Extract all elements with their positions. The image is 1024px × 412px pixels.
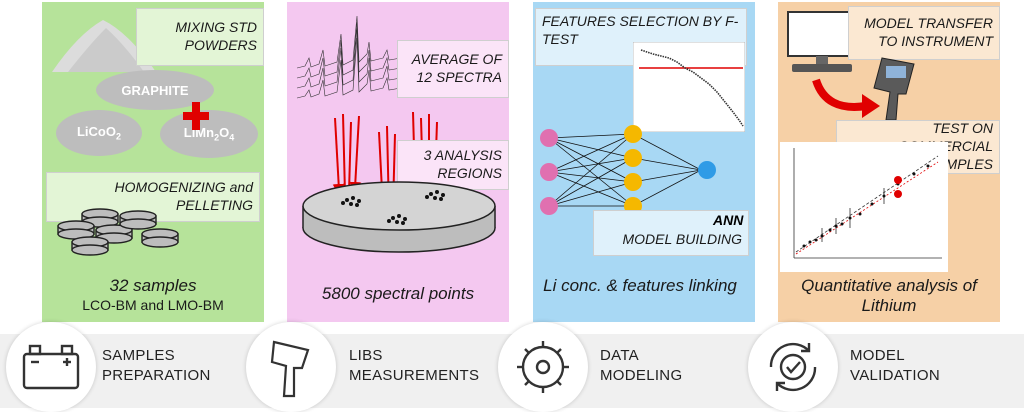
model-transfer-label: MODEL TRANSFER TO INSTRUMENT <box>864 15 993 49</box>
homogenizing-pelleting-label: HOMOGENIZING and PELLETING <box>114 179 253 213</box>
battery-icon <box>22 344 80 390</box>
limn2o4-oval: LiMn2O4 <box>160 110 258 158</box>
step-modeling-circle <box>498 322 588 412</box>
features-selection-label: FEATURES SELECTION BY F-TEST <box>542 13 739 47</box>
average-spectra-box: AVERAGE OF 12 SPECTRA <box>397 40 509 98</box>
caption-libs: 5800 spectral points <box>321 284 475 303</box>
f-test-plot <box>633 42 745 132</box>
panel-libs-measurements: AVERAGE OF 12 SPECTRA 3 ANALYSIS REGIONS <box>287 2 509 322</box>
pellets-image <box>57 208 179 256</box>
step-libs-label: LIBS MEASUREMENTS <box>349 347 480 384</box>
panel-model-validation: MODEL TRANSFER TO INSTRUMENT TEST ON COM… <box>778 2 1000 322</box>
powder-pile-image <box>52 20 156 72</box>
panel-data-modeling: FEATURES SELECTION BY F-TEST MODEL BUILD… <box>533 2 755 322</box>
model-building-label: MODEL BUILDING <box>622 231 742 248</box>
mixing-std-powders-box: MIXING STD POWDERS <box>136 8 264 66</box>
monitor-icon <box>787 11 857 72</box>
step-modeling-label: DATA MODELING <box>600 347 683 384</box>
caption-modeling: Li conc. & features linking <box>543 276 737 295</box>
analysis-regions-label: 3 ANALYSIS REGIONS <box>423 147 502 181</box>
panel-samples-preparation: MIXING STD POWDERS GRAPHITE LiCoO2 LiMn2… <box>42 2 264 322</box>
licoo2-label: LiCoO2 <box>76 124 121 142</box>
validation-plot <box>780 142 948 272</box>
red-curved-arrow <box>812 78 880 118</box>
caption-samples: 32 samples LCO-BM and LMO-BM <box>82 276 224 314</box>
step-samples-label: SAMPLES PREPARATION <box>102 347 211 384</box>
libs-device-icon <box>270 340 310 398</box>
gear-network-icon <box>517 341 569 393</box>
model-transfer-box: MODEL TRANSFER TO INSTRUMENT <box>848 6 1000 60</box>
average-spectra-label: AVERAGE OF 12 SPECTRA <box>411 51 502 85</box>
spectra-image <box>297 15 401 99</box>
check-cycle-icon <box>769 342 817 392</box>
ann-network-diagram <box>540 125 716 215</box>
ann-title: ANN <box>713 212 744 228</box>
step-validation-circle <box>748 322 838 412</box>
licoo2-oval: LiCoO2 <box>56 110 142 156</box>
graphite-oval: GRAPHITE <box>96 70 214 110</box>
step-libs-circle <box>246 322 336 412</box>
red-plus-icon <box>183 102 209 130</box>
limn2o4-label: LiMn2O4 <box>183 125 235 143</box>
pellet-target-image <box>302 181 496 253</box>
step-samples-circle <box>6 322 96 412</box>
step-validation-label: MODEL VALIDATION <box>850 347 940 384</box>
mixing-std-powders-label: MIXING STD POWDERS <box>175 19 257 53</box>
caption-validation: Quantitative analysis of Lithium <box>801 276 977 316</box>
model-building-box: MODEL BUILDING <box>593 210 749 256</box>
